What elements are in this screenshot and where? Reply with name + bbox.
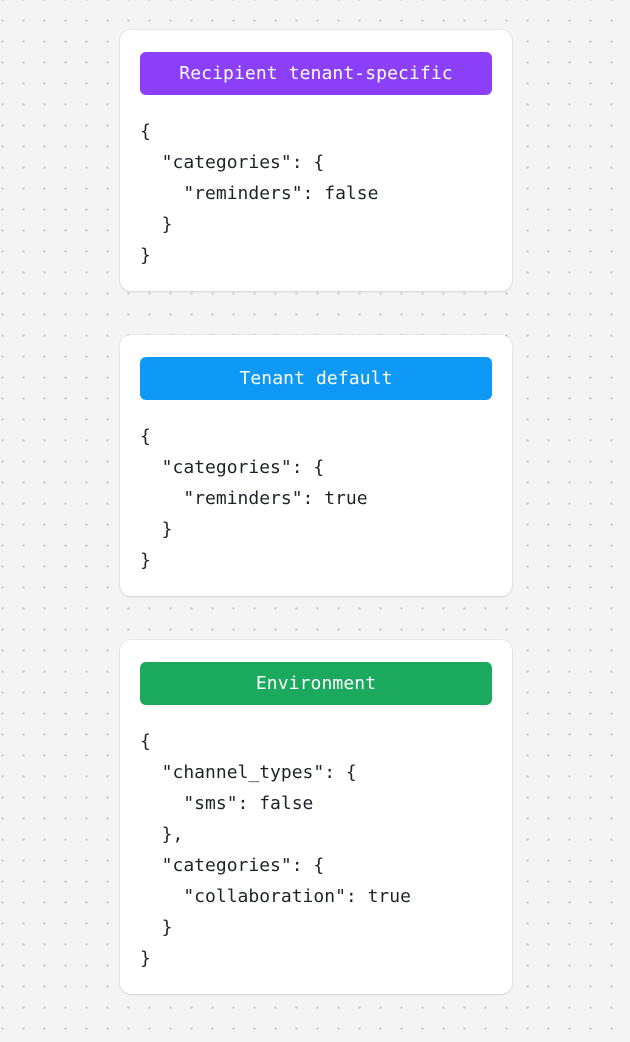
json-code-environment: { "channel_types": { "sms": false }, "ca… (140, 731, 411, 969)
card-tenant-default: Tenant default { "categories": { "remind… (120, 335, 512, 596)
badge-label: Environment (255, 673, 377, 694)
badge-label: Tenant default (239, 368, 393, 389)
card-recipient-tenant-specific: Recipient tenant-specific { "categories"… (120, 30, 512, 291)
badge-label: Recipient tenant-specific (179, 63, 453, 84)
badge-tenant-default: Tenant default (140, 357, 492, 400)
json-code-tenant-default: { "categories": { "reminders": true } } (140, 426, 368, 571)
card-environment: Environment { "channel_types": { "sms": … (120, 640, 512, 994)
preference-layers-stack: Recipient tenant-specific { "categories"… (120, 30, 512, 994)
badge-environment: Environment (140, 662, 492, 705)
json-code-recipient-tenant-specific: { "categories": { "reminders": false } } (140, 121, 379, 266)
badge-recipient-tenant-specific: Recipient tenant-specific (140, 52, 492, 95)
